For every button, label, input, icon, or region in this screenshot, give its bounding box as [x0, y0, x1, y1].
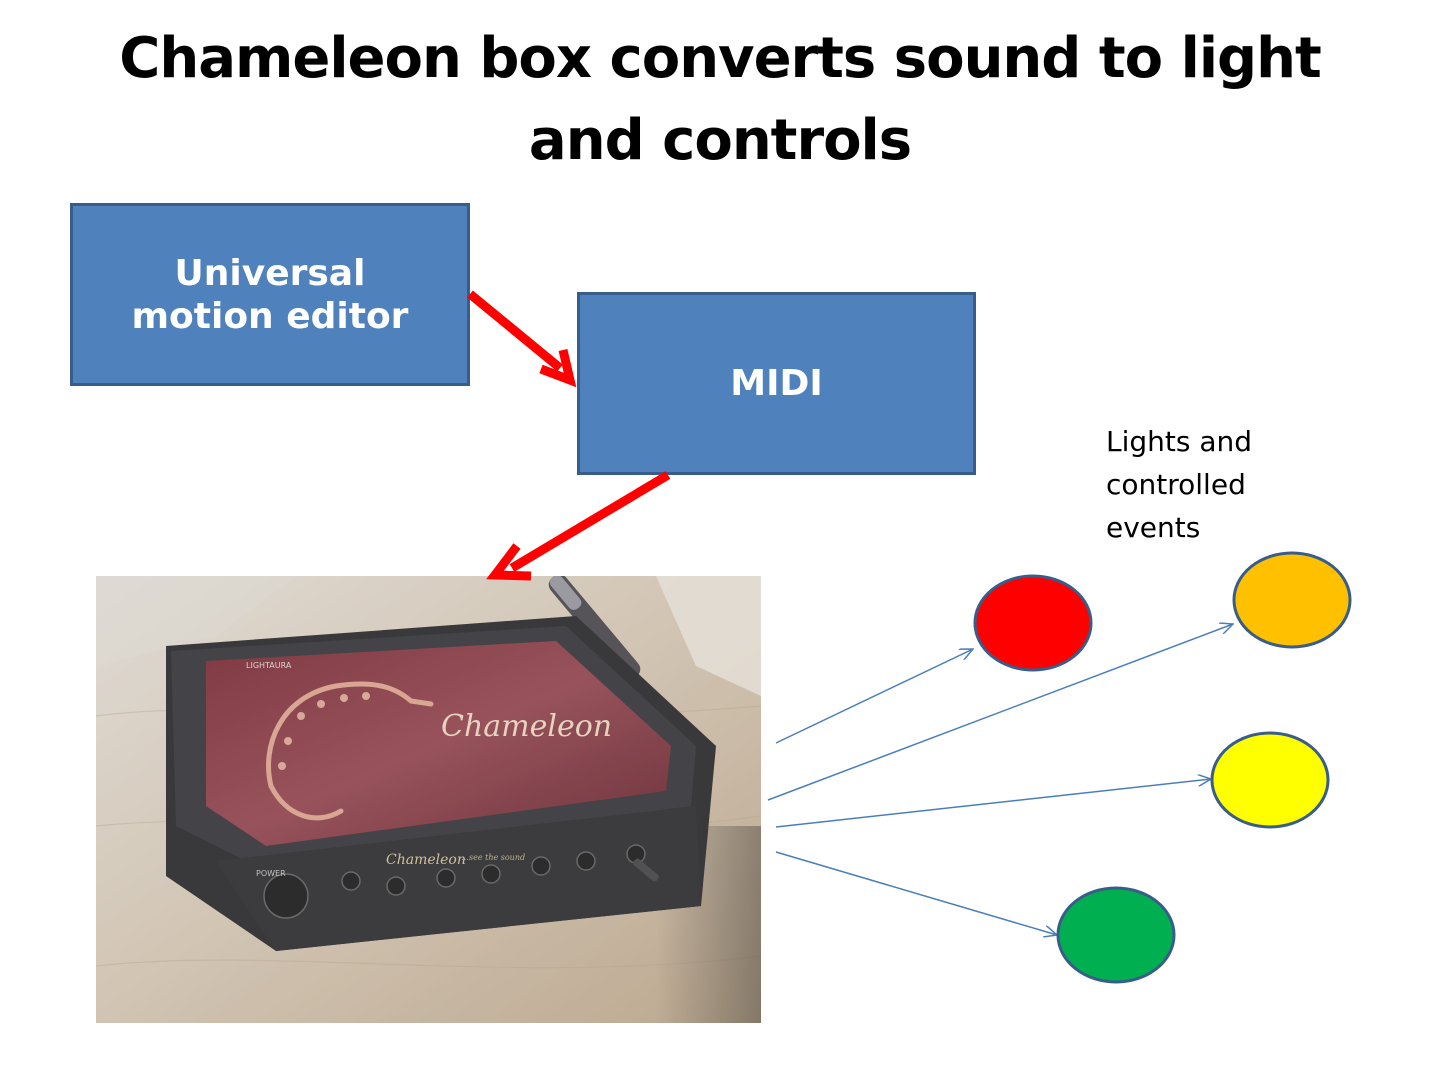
chameleon-device-photo: Chameleon LIGHTAURA Chameleon …see the s…: [96, 576, 761, 1023]
thin-arrow-to-red: [775, 649, 973, 744]
orange-light-circle: [1232, 551, 1352, 649]
lights-caption: Lights and controlled events: [1106, 425, 1253, 544]
midi-box: MIDI: [577, 292, 976, 475]
power-label: POWER: [256, 869, 286, 878]
red-arrow-midi-to-device: [486, 471, 671, 581]
device-front-logo: Chameleon: [386, 852, 466, 868]
red-arrow-editor-to-midi: [467, 290, 577, 388]
thin-arrow-to-orange: [767, 624, 1233, 801]
red-light-circle: [973, 574, 1093, 672]
device-front-caption: …see the sound: [461, 853, 525, 862]
device-brand-text: LIGHTAURA: [246, 661, 292, 670]
slide-title: Chameleon box converts sound to light an…: [119, 26, 1321, 173]
thin-arrow-to-yellow: [775, 779, 1211, 828]
device-illustration: Chameleon LIGHTAURA Chameleon …see the s…: [96, 576, 761, 1023]
yellow-light-circle: [1210, 731, 1330, 829]
device-logo-text: Chameleon: [441, 709, 612, 744]
thin-arrow-to-green: [775, 851, 1057, 935]
green-light-circle: [1056, 886, 1176, 984]
universal-motion-editor-box: Universal motion editor: [70, 203, 470, 386]
